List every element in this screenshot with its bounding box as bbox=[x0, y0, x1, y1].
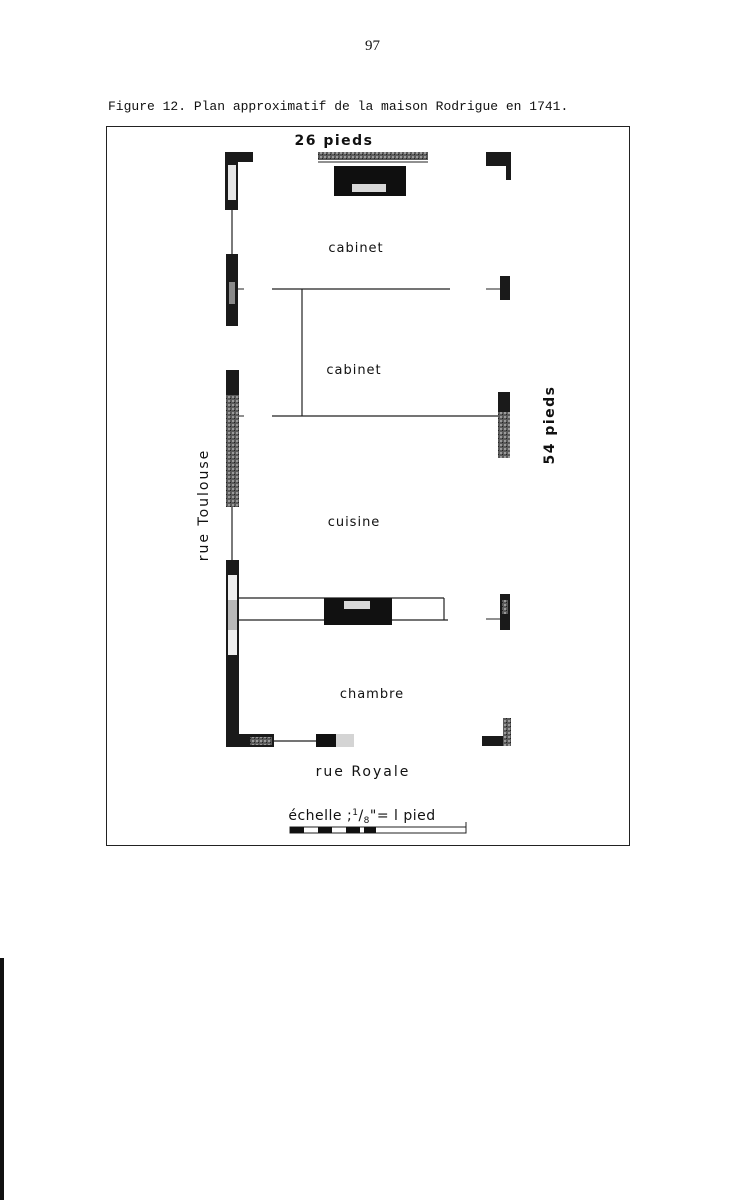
left-wall bbox=[225, 155, 244, 746]
room-label-cuisine: cuisine bbox=[328, 515, 381, 530]
scale-label: échelle ;1/8"= l pied bbox=[288, 808, 435, 826]
scale-bar bbox=[289, 822, 467, 834]
interior-partitions bbox=[239, 288, 498, 621]
street-label-toulouse: rue Toulouse bbox=[196, 449, 212, 562]
bottom-wall bbox=[226, 718, 511, 747]
figure-frame bbox=[106, 126, 630, 846]
room-label-cabinet-1: cabinet bbox=[328, 241, 383, 256]
top-wall bbox=[225, 152, 511, 196]
right-wall bbox=[486, 276, 510, 630]
scan-edge-bar bbox=[0, 958, 4, 1200]
room-label-chambre: chambre bbox=[340, 687, 404, 702]
central-chimney bbox=[324, 598, 392, 625]
length-dimension-label: 54 pieds bbox=[542, 385, 558, 464]
page-number: 97 bbox=[365, 38, 380, 54]
figure-caption: Figure 12. Plan approximatif de la maiso… bbox=[108, 99, 569, 114]
room-label-cabinet-2: cabinet bbox=[326, 363, 381, 378]
street-label-royale: rue Royale bbox=[316, 764, 411, 780]
width-dimension-label: 26 pieds bbox=[294, 133, 373, 149]
